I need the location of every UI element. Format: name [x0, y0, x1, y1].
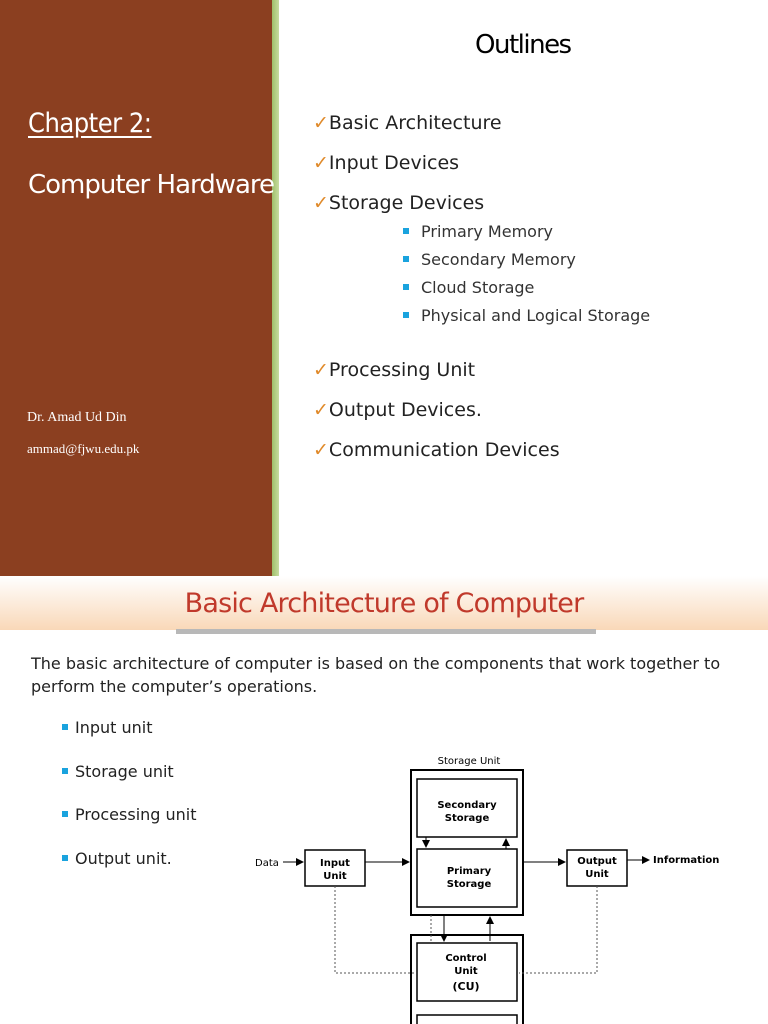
- primary-storage-label: Primary: [447, 866, 492, 877]
- title-band: [0, 576, 768, 630]
- architecture-diagram: Storage Unit Secondary Storage Primary S…: [255, 756, 719, 1024]
- outline-subitem: Cloud Storage: [403, 278, 534, 297]
- outline-item: ✓Basic Architecture: [313, 112, 502, 134]
- square-bullet-icon: [403, 227, 409, 234]
- control-unit-label: Control: [445, 953, 486, 964]
- check-icon: ✓: [313, 112, 329, 134]
- outline-item: ✓Communication Devices: [313, 439, 560, 461]
- output-control-line: [519, 886, 598, 974]
- outline-item: ✓Processing Unit: [313, 359, 476, 381]
- storage-unit-label: Storage Unit: [438, 756, 501, 767]
- check-icon: ✓: [313, 359, 329, 381]
- check-icon: ✓: [313, 152, 329, 174]
- slide-chapter-outline: Chapter 2: Computer Hardware Dr. Amad Ud…: [0, 0, 651, 576]
- square-bullet-icon: [62, 810, 68, 817]
- square-bullet-icon: [403, 255, 409, 262]
- check-icon: ✓: [313, 192, 329, 214]
- square-bullet-icon: [403, 283, 409, 290]
- title-underline-bar: [176, 629, 596, 634]
- unit-list-item: Storage unit: [62, 762, 174, 781]
- unit-list-item: Input unit: [62, 718, 153, 737]
- intro-paragraph: The basic architecture of computer is ba…: [31, 654, 721, 696]
- alu-box: [416, 1014, 518, 1024]
- square-bullet-icon: [62, 854, 68, 861]
- output-unit-label: Unit: [585, 869, 609, 880]
- primary-storage-box: [416, 848, 518, 908]
- outlines-heading: Outlines: [475, 30, 572, 60]
- author-name: Dr. Amad Ud Din: [27, 410, 127, 425]
- square-bullet-icon: [62, 723, 68, 730]
- control-unit-label: Unit: [454, 966, 478, 977]
- data-label: Data: [255, 858, 279, 869]
- square-bullet-icon: [62, 767, 68, 774]
- outline-item: ✓Storage Devices: [313, 192, 485, 214]
- input-unit-label: Input: [320, 858, 350, 869]
- processing-unit-box: [410, 934, 524, 1024]
- unit-list-item: Processing unit: [62, 805, 197, 824]
- square-bullet-icon: [403, 311, 409, 318]
- chapter-title: Computer Hardware: [28, 170, 275, 200]
- secondary-storage-box: [416, 778, 518, 838]
- output-unit-label: Output: [577, 856, 617, 867]
- outline-subitem: Secondary Memory: [403, 250, 576, 269]
- author-email: ammad@fjwu.edu.pk: [27, 441, 140, 456]
- input-unit-label: Unit: [323, 871, 347, 882]
- chapter-label: Chapter 2:: [28, 108, 152, 139]
- information-label: Information: [653, 855, 719, 866]
- slide-basic-architecture: Basic Architecture of Computer The basic…: [0, 576, 768, 1024]
- primary-storage-label: Storage: [447, 879, 492, 890]
- outline-subitem: Physical and Logical Storage: [403, 306, 650, 325]
- storage-unit-box: [410, 769, 524, 916]
- outline-item: ✓Output Devices.: [313, 399, 482, 421]
- control-unit-box: [416, 942, 518, 1002]
- secondary-storage-label: Storage: [445, 813, 490, 824]
- outline-subitem: Primary Memory: [403, 222, 553, 241]
- check-icon: ✓: [313, 439, 329, 461]
- check-icon: ✓: [313, 399, 329, 421]
- title-panel: [0, 0, 272, 576]
- secondary-storage-label: Secondary: [437, 800, 497, 811]
- input-control-line: [334, 886, 415, 974]
- outline-item: ✓Input Devices: [313, 152, 460, 174]
- slide-title: Basic Architecture of Computer: [184, 588, 585, 619]
- control-unit-label: (CU): [452, 980, 479, 993]
- unit-list-item: Output unit.: [62, 849, 172, 868]
- panel-accent-strip: [272, 0, 279, 576]
